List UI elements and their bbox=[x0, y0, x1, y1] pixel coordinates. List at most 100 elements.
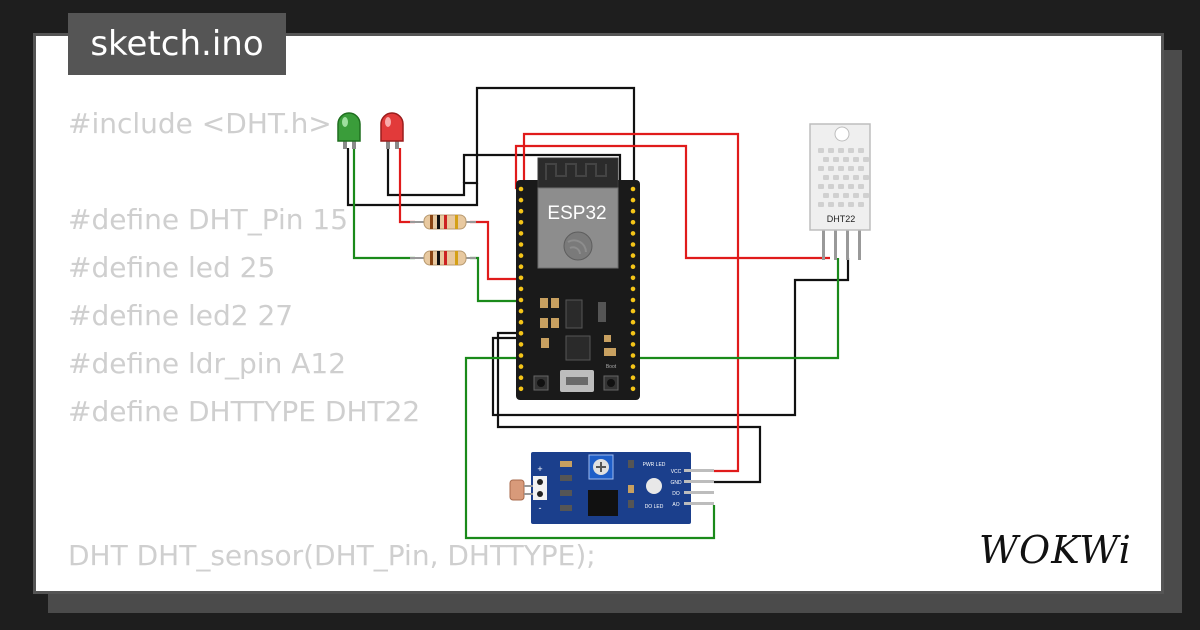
vent-hole bbox=[863, 193, 869, 198]
code-line: #include <DHT.h> bbox=[68, 107, 332, 140]
wire-black-green-led bbox=[346, 148, 479, 207]
boot-label: Boot bbox=[606, 364, 617, 370]
gpio-pin[interactable] bbox=[518, 319, 524, 325]
gpio-pin[interactable] bbox=[630, 208, 636, 214]
gpio-pin[interactable] bbox=[518, 242, 524, 247]
wire-black-red-led bbox=[386, 112, 479, 197]
gpio-pin[interactable] bbox=[630, 253, 636, 258]
status-led bbox=[646, 478, 662, 494]
code-line: #define DHTTYPE DHT22 bbox=[68, 395, 421, 428]
vent-hole bbox=[848, 184, 854, 189]
wire-black-dht-gnd bbox=[491, 258, 850, 417]
potentiometer[interactable] bbox=[588, 454, 614, 480]
boot-button[interactable] bbox=[603, 375, 619, 391]
vent-hole bbox=[848, 148, 854, 153]
wire-black-ldr-gnd bbox=[496, 331, 762, 484]
gpio-pin[interactable] bbox=[630, 297, 636, 303]
do-led-label: DO LED bbox=[645, 504, 664, 510]
vent-hole bbox=[838, 166, 844, 171]
vent-hole bbox=[838, 184, 844, 189]
file-tab[interactable]: sketch.ino bbox=[68, 13, 286, 75]
gpio-pin[interactable] bbox=[518, 264, 524, 270]
vent-hole bbox=[818, 184, 824, 189]
vent-hole bbox=[828, 166, 834, 171]
esp32-label: ESP32 bbox=[547, 203, 606, 224]
vent-hole bbox=[853, 175, 859, 180]
green-led[interactable] bbox=[337, 112, 361, 149]
gpio-pin[interactable] bbox=[518, 342, 524, 347]
gpio-pin[interactable] bbox=[630, 375, 636, 381]
gpio-pin[interactable] bbox=[630, 319, 636, 325]
vent-hole bbox=[828, 184, 834, 189]
gpio-pin[interactable] bbox=[518, 297, 524, 303]
gpio-pin[interactable] bbox=[630, 386, 636, 392]
ldr-pin-gnd-label: GND bbox=[670, 480, 682, 486]
wire-green-ldr-ao bbox=[464, 356, 716, 540]
gpio-pin[interactable] bbox=[518, 375, 524, 381]
vent-hole bbox=[823, 193, 829, 198]
gpio-pin[interactable] bbox=[630, 220, 636, 225]
dht22-vent-grid bbox=[818, 148, 869, 207]
gpio-pin[interactable] bbox=[630, 264, 636, 270]
vent-hole bbox=[818, 202, 824, 207]
vent-hole bbox=[843, 157, 849, 162]
dht22-sensor[interactable]: DHT22 bbox=[809, 123, 871, 260]
gpio-pin[interactable] bbox=[518, 208, 524, 214]
resistor-2[interactable] bbox=[410, 250, 476, 266]
gpio-pin[interactable] bbox=[518, 308, 524, 314]
vent-hole bbox=[818, 148, 824, 153]
red-led[interactable] bbox=[380, 112, 404, 149]
vent-hole bbox=[853, 157, 859, 162]
code-line: #define DHT_Pin 15 bbox=[68, 203, 349, 236]
gpio-pin[interactable] bbox=[630, 242, 636, 247]
espressif-icon bbox=[563, 231, 593, 261]
ldr-pin-do-label: DO bbox=[672, 491, 680, 497]
gpio-pin[interactable] bbox=[630, 197, 636, 203]
esp32-board[interactable]: ESP32 Boot bbox=[516, 157, 640, 400]
vent-hole bbox=[843, 193, 849, 198]
en-button[interactable] bbox=[533, 375, 549, 391]
gpio-pin[interactable] bbox=[630, 186, 636, 192]
green-wires bbox=[352, 148, 840, 540]
gpio-pin[interactable] bbox=[518, 353, 524, 358]
vent-hole bbox=[858, 202, 864, 207]
gpio-pin[interactable] bbox=[630, 231, 636, 236]
code-line: #define led2 27 bbox=[68, 299, 294, 332]
wire-red-led bbox=[398, 148, 415, 224]
vent-hole bbox=[863, 157, 869, 162]
vent-hole bbox=[823, 157, 829, 162]
gpio-pin[interactable] bbox=[630, 275, 636, 281]
wokwi-logo-text: WOKWi bbox=[979, 528, 1132, 572]
wire-black-gnd bbox=[462, 153, 622, 183]
gpio-pin[interactable] bbox=[630, 286, 636, 292]
gpio-pin[interactable] bbox=[518, 364, 524, 369]
file-tab-label: sketch.ino bbox=[90, 24, 264, 64]
resistor-1[interactable] bbox=[410, 214, 476, 230]
wire-green-led bbox=[352, 148, 415, 260]
dht22-label: DHT22 bbox=[827, 214, 856, 224]
gpio-pin[interactable] bbox=[518, 253, 524, 258]
gpio-pin[interactable] bbox=[518, 186, 524, 192]
vent-hole bbox=[833, 193, 839, 198]
gpio-pin[interactable] bbox=[518, 286, 524, 292]
vent-hole bbox=[833, 175, 839, 180]
gpio-pin[interactable] bbox=[518, 231, 524, 236]
vent-hole bbox=[853, 193, 859, 198]
gpio-pin[interactable] bbox=[630, 331, 636, 336]
vent-hole bbox=[848, 202, 854, 207]
ldr-pin-ao-label: AO bbox=[672, 502, 679, 508]
gpio-pin[interactable] bbox=[518, 386, 524, 392]
code-preview: #include <DHT.h> #define DHT_Pin 15 #defin… bbox=[68, 100, 596, 580]
gpio-pin[interactable] bbox=[518, 331, 524, 336]
gpio-pin[interactable] bbox=[518, 220, 524, 225]
gpio-pin[interactable] bbox=[630, 308, 636, 314]
gpio-pin[interactable] bbox=[630, 353, 636, 358]
vent-hole bbox=[828, 202, 834, 207]
ldr-module[interactable]: + - PWR LED DO LED VCC GND DO AO bbox=[509, 452, 714, 524]
vent-hole bbox=[823, 175, 829, 180]
gpio-pin[interactable] bbox=[630, 364, 636, 369]
ldr-minus-label: - bbox=[539, 503, 542, 513]
gpio-pin[interactable] bbox=[518, 275, 524, 281]
gpio-pin[interactable] bbox=[630, 342, 636, 347]
gpio-pin[interactable] bbox=[518, 197, 524, 203]
